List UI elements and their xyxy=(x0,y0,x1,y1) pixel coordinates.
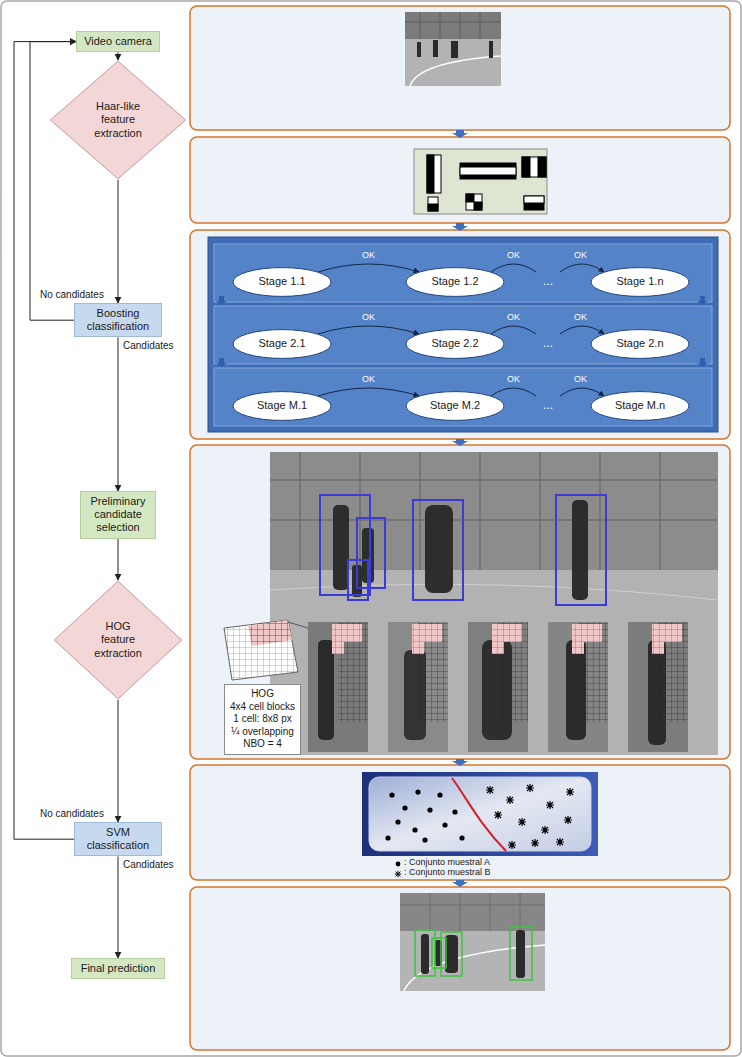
output-box: Final prediction xyxy=(71,958,165,979)
node-text: HOG feature extraction xyxy=(88,620,148,660)
annotation: ... xyxy=(543,275,553,288)
stage-ellipse: Stage M.2 xyxy=(405,391,505,421)
connector xyxy=(118,700,119,822)
stage-ellipse: Stage 2.n xyxy=(590,329,690,359)
stage-ellipse: Stage M.1 xyxy=(232,391,332,421)
edge-label: Candidates xyxy=(123,859,174,870)
process-box: SVM classification xyxy=(74,822,162,856)
process-box: Boosting classification xyxy=(74,303,162,337)
text-holder: Stage M.2 xyxy=(430,399,480,412)
node-text: SVM classification xyxy=(79,826,157,852)
stage-ellipse: Stage 1.n xyxy=(590,267,690,297)
connector xyxy=(118,337,119,491)
connector xyxy=(491,264,604,272)
node-text: HOG xyxy=(230,688,295,701)
node-text: Stage 2.2 xyxy=(431,337,478,350)
stage-ellipse: Stage 2.1 xyxy=(232,329,332,359)
stage-ellipse: Stage M.n xyxy=(590,391,690,421)
node-text: Stage 1.1 xyxy=(258,275,305,288)
stage-ellipse: Stage 2.2 xyxy=(405,329,505,359)
node-text: 1 cell: 8x8 px xyxy=(230,713,295,726)
node-text: Preliminary candidate selection xyxy=(85,495,151,535)
node-text: Stage 2.n xyxy=(616,337,663,350)
text-holder: Stage M.1 xyxy=(257,399,307,412)
connector xyxy=(318,264,419,272)
text-holder: Stage 1.n xyxy=(616,275,663,288)
edge-label: No candidates xyxy=(40,289,104,300)
edge-label: No candidates xyxy=(40,808,104,819)
edge-label: OK xyxy=(362,251,375,261)
annotation: ... xyxy=(543,337,553,350)
connector xyxy=(118,52,119,60)
decision-diamond: Haar-like feature extraction xyxy=(49,60,187,180)
node-text: Stage 1.2 xyxy=(431,275,478,288)
connector xyxy=(14,42,76,840)
node-text: Boosting classification xyxy=(79,307,157,333)
input-box: Video camera xyxy=(76,31,160,52)
text-holder: Stage 1.1 xyxy=(258,275,305,288)
node-text: Video camera xyxy=(81,35,155,48)
node-text: NBO = 4 xyxy=(230,738,295,751)
text-holder: Stage M.n xyxy=(615,399,665,412)
text-holder: Haar-like feature extraction xyxy=(86,100,150,140)
text-holder: Stage 2.n xyxy=(616,337,663,350)
annotation: OK xyxy=(574,251,587,261)
stage-ellipse: Stage 1.2 xyxy=(405,267,505,297)
connector xyxy=(318,326,419,334)
node-text: Haar-like feature extraction xyxy=(86,100,150,140)
hog-parameter-box: HOG4x4 cell blocks1 cell: 8x8 px¼ overla… xyxy=(224,684,301,755)
stage-ellipse: Stage 1.1 xyxy=(232,267,332,297)
annotation: ... xyxy=(543,399,553,412)
legend-text: : Conjunto muestral B xyxy=(404,868,491,878)
connector xyxy=(318,388,419,396)
edge-label: OK xyxy=(507,251,520,261)
node-text: Stage M.n xyxy=(615,399,665,412)
connector xyxy=(118,180,119,303)
node-text: Stage 1.n xyxy=(616,275,663,288)
decision-diamond: HOG feature extraction xyxy=(53,580,183,700)
connector xyxy=(118,856,119,958)
edge-label: Candidates xyxy=(123,340,174,351)
text-holder: HOG feature extraction xyxy=(88,620,148,660)
process-box: Preliminary candidate selection xyxy=(80,491,156,539)
connector xyxy=(30,42,76,321)
connector xyxy=(118,539,119,580)
edge-label: OK xyxy=(507,313,520,323)
edge-label: OK xyxy=(362,375,375,385)
node-text: Stage 2.1 xyxy=(258,337,305,350)
edge-label: OK xyxy=(507,375,520,385)
annotation: OK xyxy=(574,375,587,385)
text-holder: Stage 2.2 xyxy=(431,337,478,350)
annotation: OK xyxy=(574,313,587,323)
node-text: 4x4 cell blocks xyxy=(230,701,295,714)
edge-label: OK xyxy=(362,313,375,323)
text-holder: Stage 1.2 xyxy=(431,275,478,288)
node-text: Final prediction xyxy=(76,962,160,975)
connector xyxy=(491,326,604,334)
legend-text: : Conjunto muestral A xyxy=(404,858,490,868)
text-holder: Stage 2.1 xyxy=(258,337,305,350)
node-text: Stage M.1 xyxy=(257,399,307,412)
node-text: Stage M.2 xyxy=(430,399,480,412)
node-text: ¼ overlapping xyxy=(230,726,295,739)
connector xyxy=(491,388,604,396)
